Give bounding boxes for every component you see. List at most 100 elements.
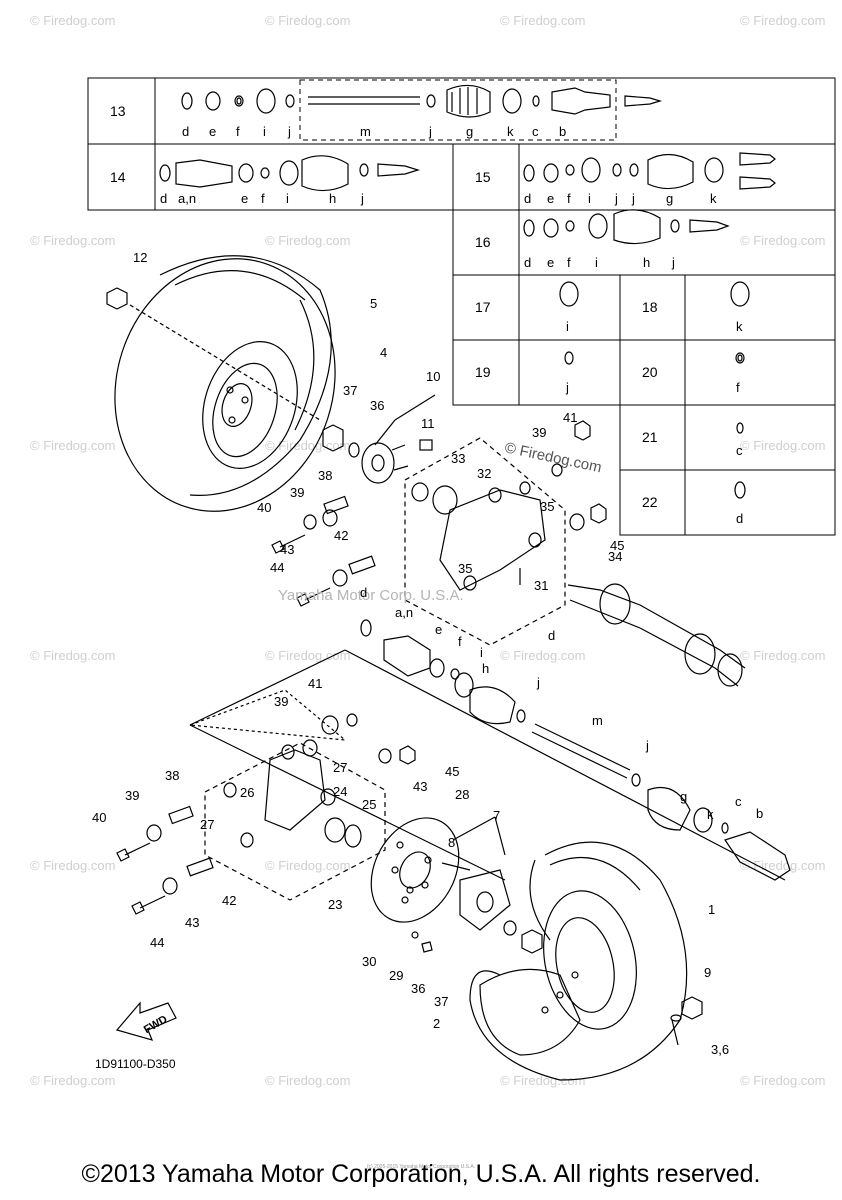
callout: 28 [455,787,469,802]
watermark: © Firedog.com [30,233,115,248]
callout: 39 [290,485,304,500]
watermark: © Firedog.com [500,648,585,663]
callout: 1 [708,902,715,917]
callout: h [482,661,489,676]
row-14-number: 14 [110,169,126,185]
watermark: © Firedog.com [740,233,825,248]
callout: 5 [370,296,377,311]
row-13-letter: i [263,124,266,139]
row-19-letter: j [565,380,569,395]
overlay-text: Yamaha Motor Corp. U.S.A. [278,587,464,604]
callout: 34 [608,549,622,564]
callout: 2 [433,1016,440,1031]
callout: 24 [333,784,347,799]
watermark: © Firedog.com [740,438,825,453]
watermark: © Firedog.com [30,1073,115,1088]
footer-small: (c) 2005-2015 Yamaha Motor Corporation U… [366,1164,476,1170]
row-14-letter: a,n [178,191,196,206]
lower-callouts: d a,n e f i h j m 41 39 45 43 38 27 26 2… [92,585,763,1071]
callout: 3,6 [711,1042,729,1057]
row-22-number: 22 [642,494,658,510]
callout: 8 [448,835,455,850]
callout: e [435,622,442,637]
callout: 42 [222,893,236,908]
watermark: © Firedog.com [265,438,350,453]
row-21-number: 21 [642,429,658,445]
row-20-number: 20 [642,364,658,380]
row-15-letter: d [524,191,531,206]
callout: 39 [532,425,546,440]
copyright-footer: ©2013 Yamaha Motor Corporation, U.S.A. A… [81,1160,761,1188]
row-18-letter: k [736,319,743,334]
watermark: © Firedog.com [265,13,350,28]
watermark: © Firedog.com [265,1073,350,1088]
callout: 33 [451,451,465,466]
callout: 12 [133,250,147,265]
callout: 45 [610,538,624,553]
watermark: © Firedog.com [30,858,115,873]
callout: 42 [334,528,348,543]
row-16-letter: d [524,255,531,270]
callout: 43 [280,542,294,557]
callout: 26 [240,785,254,800]
row-15-letter: i [588,191,591,206]
row-18-number: 18 [642,299,658,315]
callout: 40 [257,500,271,515]
callout: 41 [308,676,322,691]
watermark: © Firedog.com [265,233,350,248]
row-14-letter: f [261,191,265,206]
row-20-letter: f [736,380,740,395]
row-14-letter: i [286,191,289,206]
row-14-letter: d [160,191,167,206]
row-16-letter: j [671,255,675,270]
parts-diagram: © Firedog.com © Firedog.com © Firedog.co… [30,13,836,1088]
callout: 39 [125,788,139,803]
row-13-letter: b [559,124,566,139]
callout: m [592,713,603,728]
callout: j [645,738,649,753]
row-13-letter: c [532,124,539,139]
upper-assembly [106,255,746,687]
callout: 37 [343,383,357,398]
callout: 45 [445,764,459,779]
row-16-letter: h [643,255,650,270]
callout: 43 [185,915,199,930]
row-13-number: 13 [110,103,126,119]
callout: 44 [150,935,164,950]
watermark: © Firedog.com [265,858,350,873]
callout: j [536,675,540,690]
watermark: © Firedog.com [30,438,115,453]
table-row-numbers: 13 14 15 16 17 18 19 20 21 22 [110,103,658,510]
watermark-layer: © Firedog.com © Firedog.com © Firedog.co… [30,13,825,1088]
callout: 10 [426,369,440,384]
callout: 7 [493,808,500,823]
callout: g [680,789,687,804]
row-13-letter: d [182,124,189,139]
callout: 27 [333,760,347,775]
row-15-letter: j [614,191,618,206]
watermark: © Firedog.com [30,648,115,663]
callout: 9 [704,965,711,980]
row-22-letter: d [736,511,743,526]
row-13-letter: g [466,124,473,139]
table-letters: d e f i j m j g k c b d a,n e f i h j d … [160,124,743,526]
watermark: © Firedog.com [740,648,825,663]
row-13-letter: e [209,124,216,139]
callout: 35 [458,561,472,576]
row-21-letter: c [736,443,743,458]
callout: i [480,645,483,660]
row-17-number: 17 [475,299,491,315]
callout: d [548,628,555,643]
callout: 44 [270,560,284,575]
callout: d [360,585,367,600]
callout: f [458,634,462,649]
row-17-letter: i [566,319,569,334]
callout: 4 [380,345,387,360]
parts-kit-table [87,77,836,536]
callout: 36 [370,398,384,413]
callout: 43 [413,779,427,794]
row-16-letter: e [547,255,554,270]
row-14-letter: j [360,191,364,206]
callout: 36 [411,981,425,996]
row-16-number: 16 [475,234,491,250]
